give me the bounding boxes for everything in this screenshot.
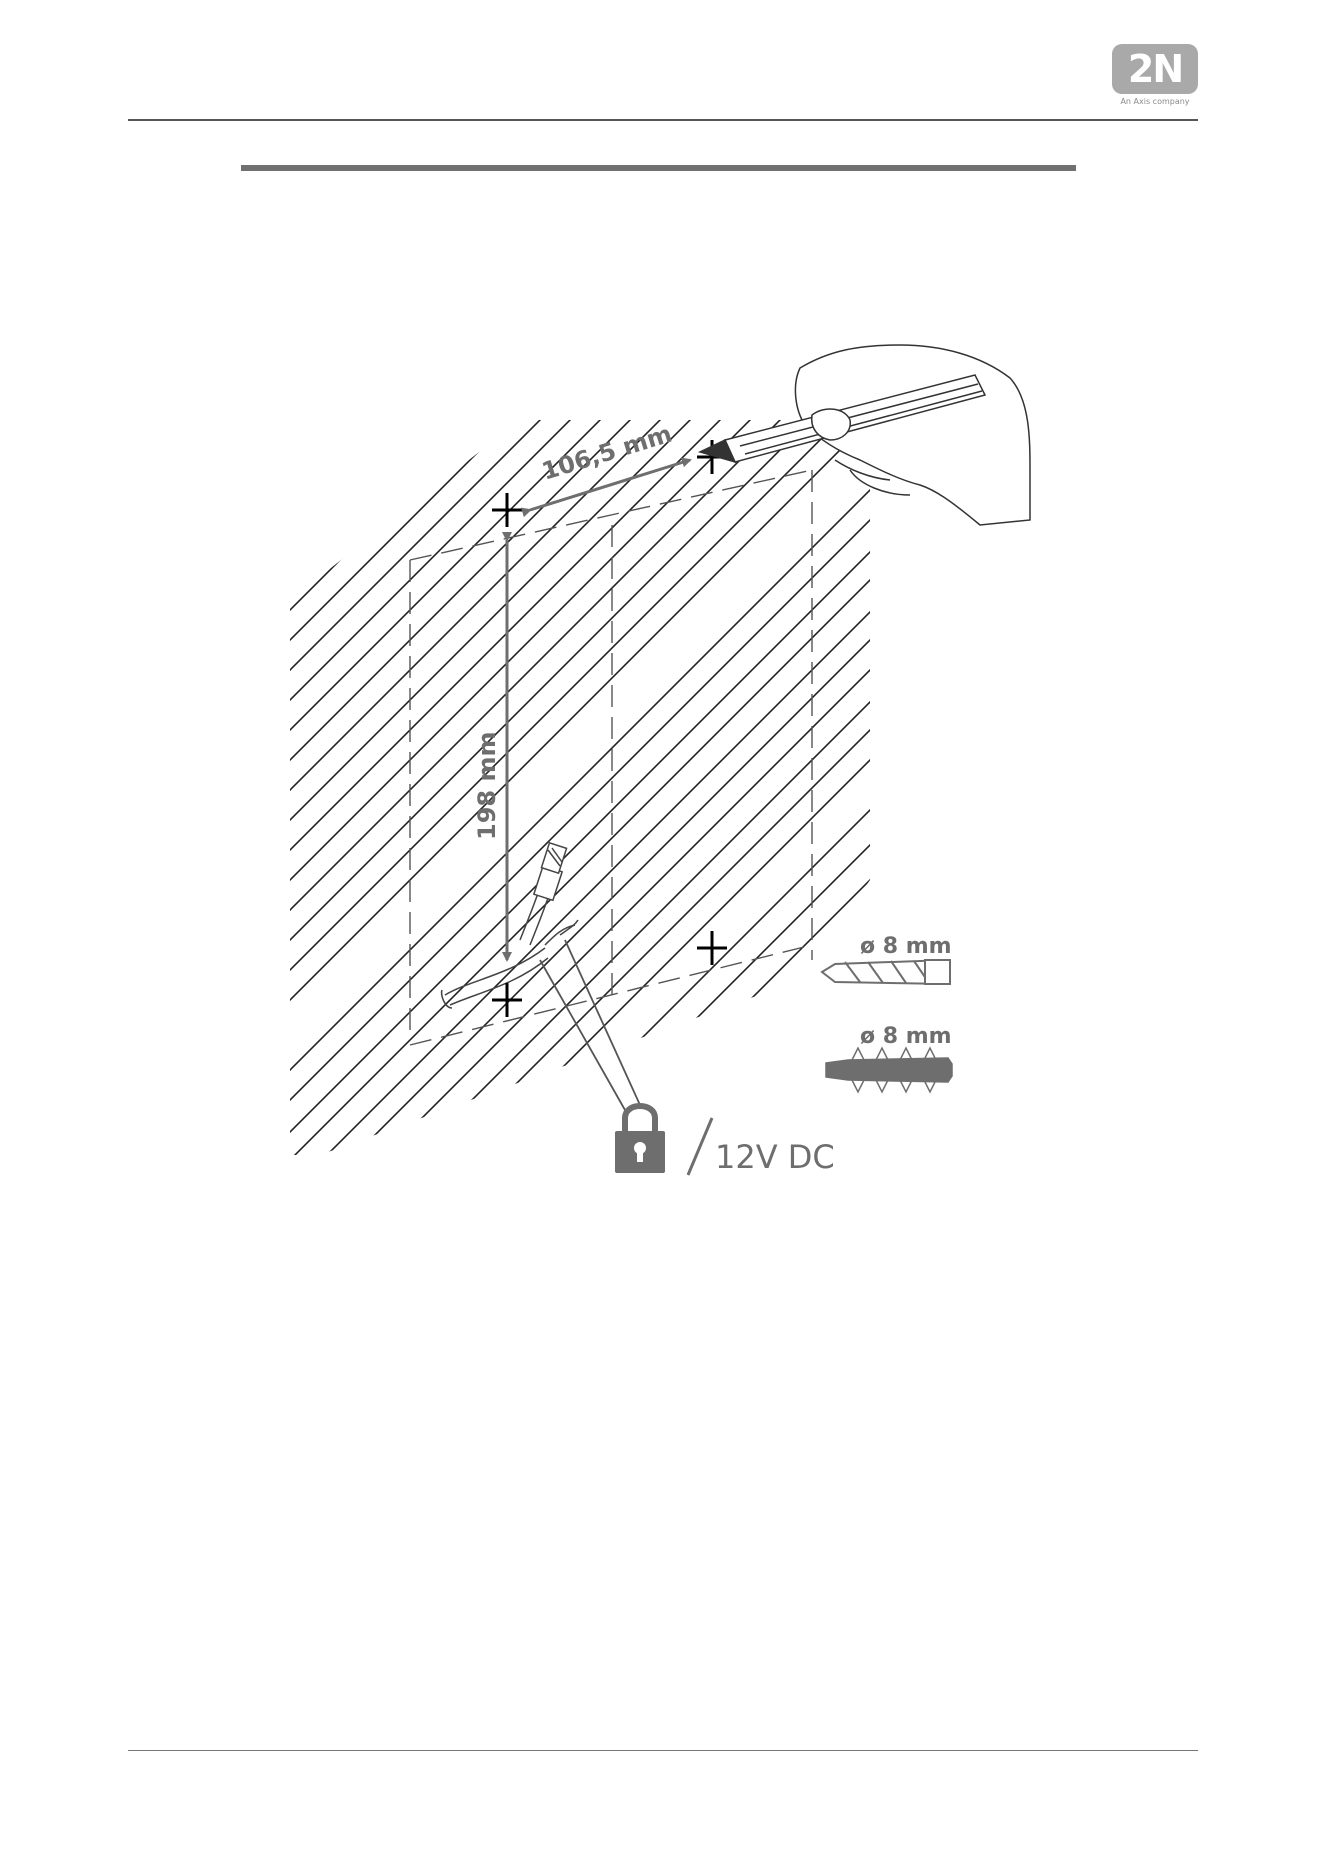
horizontal-dimension-label: 106,5 mm bbox=[539, 420, 676, 486]
wall-hatching bbox=[0, 360, 1324, 1160]
drill-mark-bottom-left bbox=[492, 983, 522, 1017]
drill-bit-label: ø 8 mm bbox=[860, 934, 952, 959]
vertical-dimension-label: 198 mm bbox=[473, 732, 501, 840]
footer-divider bbox=[128, 1750, 1198, 1751]
wall-plug-icon bbox=[826, 1048, 952, 1092]
padlock-icon bbox=[615, 1106, 665, 1173]
power-label: 12V DC bbox=[715, 1138, 835, 1176]
drill-bit-icon bbox=[822, 960, 950, 984]
dimension-arrows bbox=[507, 460, 690, 960]
callout-leaders bbox=[540, 940, 640, 1110]
callout-separator bbox=[688, 1118, 712, 1175]
drill-mark-top-left bbox=[492, 493, 522, 527]
drill-mark-bottom-right bbox=[697, 931, 727, 965]
pencil-hand-icon bbox=[700, 345, 1030, 525]
wall-plug-label: ø 8 mm bbox=[860, 1024, 952, 1049]
